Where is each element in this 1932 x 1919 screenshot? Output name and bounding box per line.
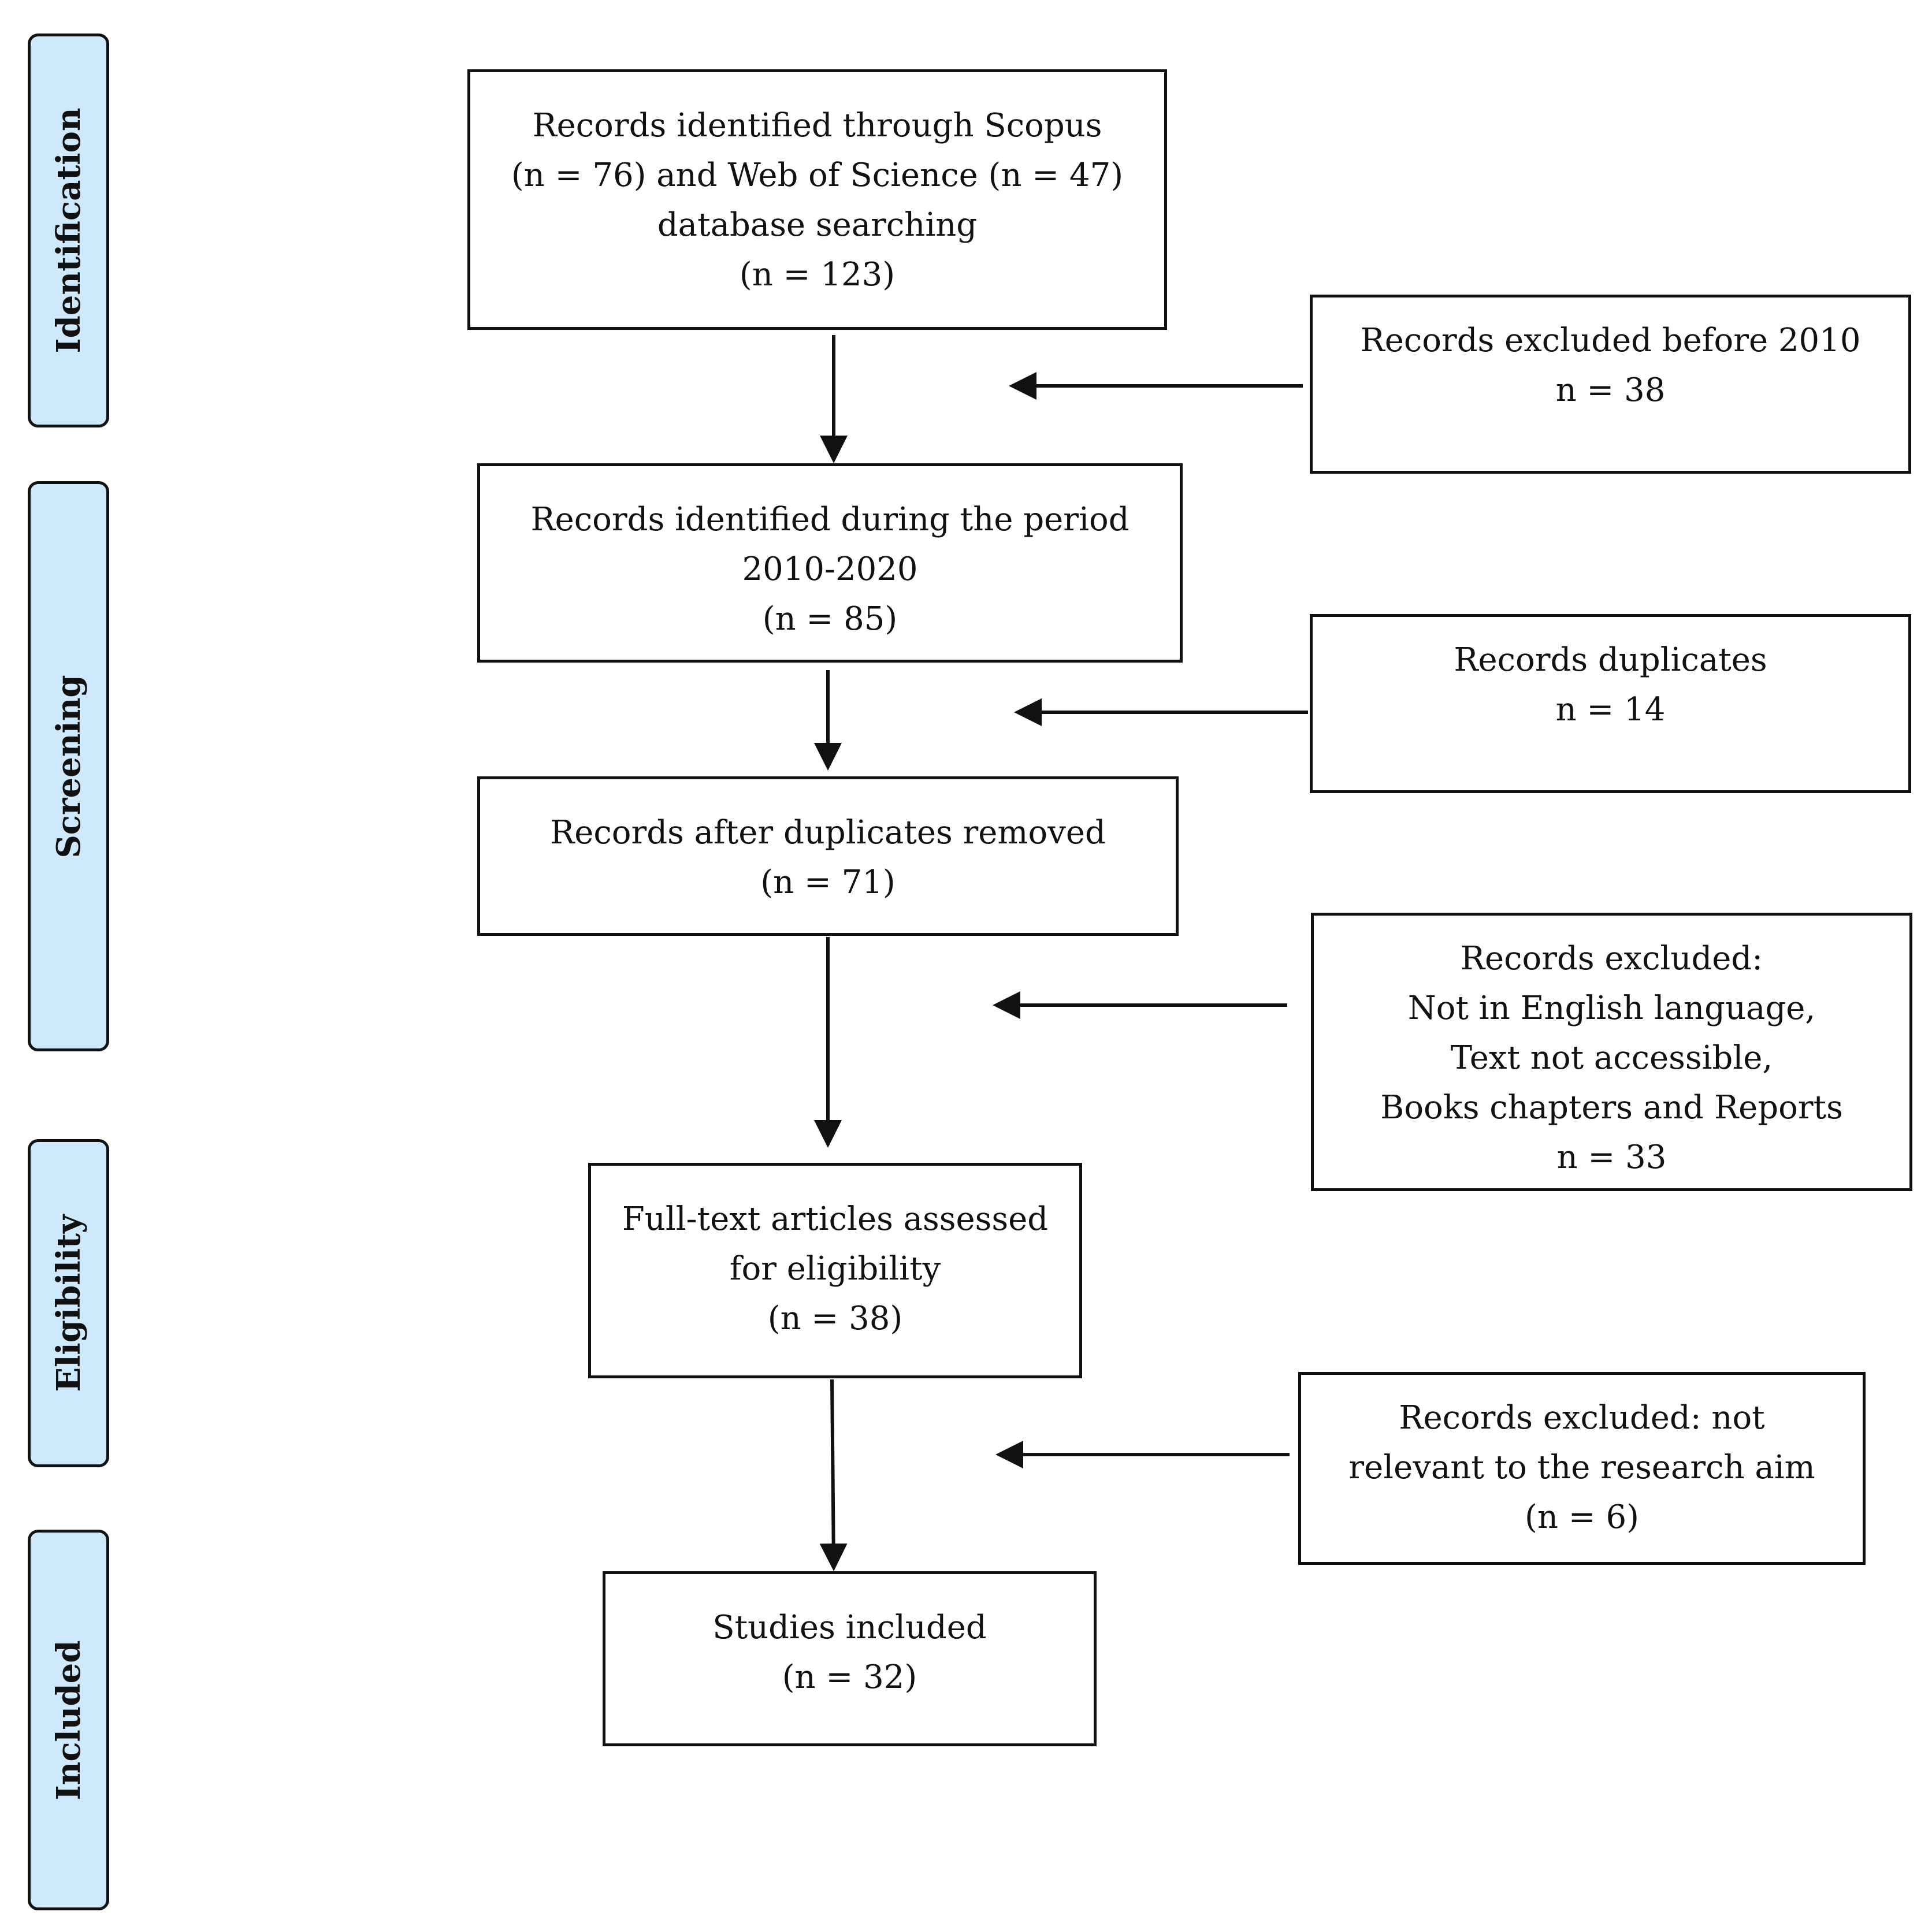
box-excluded-before-2010: Records excluded before 2010 n = 38 — [1310, 295, 1911, 474]
stage-tab-eligibility: Eligibility — [28, 1139, 109, 1467]
box-line: Full-text articles assessed — [622, 1200, 1049, 1238]
box-line: Records after duplicates removed — [550, 814, 1106, 851]
box-line: n = 14 — [1555, 691, 1666, 728]
box-line: Records excluded: not — [1399, 1399, 1765, 1437]
box-records-identified: Records identified through Scopus (n = 7… — [467, 69, 1167, 330]
arrow-down-full-text-to-included — [819, 1379, 848, 1571]
box-excluded-not-relevant: Records excluded: not relevant to the re… — [1298, 1372, 1866, 1565]
box-line: (n = 76) and Web of Science (n = 47) — [511, 157, 1124, 194]
box-records-duplicates: Records duplicates n = 14 — [1310, 614, 1911, 793]
box-line: database searching — [657, 206, 978, 244]
box-line: Records identified during the period — [530, 501, 1130, 538]
box-line: n = 38 — [1555, 371, 1666, 409]
box-line: (n = 38) — [767, 1300, 903, 1337]
box-line: Books chapters and Reports — [1380, 1089, 1843, 1126]
box-line: (n = 85) — [762, 600, 898, 638]
box-line: Text not accessible, — [1450, 1039, 1773, 1077]
box-line: Studies included — [712, 1609, 987, 1646]
stage-tab-screening: Screening — [28, 481, 109, 1051]
box-studies-included: Studies included (n = 32) — [603, 1571, 1097, 1746]
stage-tab-identification: Identification — [28, 34, 109, 427]
box-line: Records excluded before 2010 — [1360, 322, 1861, 359]
box-records-after-duplicates: Records after duplicates removed (n = 71… — [477, 776, 1179, 936]
box-line: for eligibility — [729, 1250, 941, 1288]
stage-tab-included: Included — [28, 1530, 109, 1910]
box-line: Records identified through Scopus — [532, 107, 1102, 144]
box-line: Not in English language, — [1407, 990, 1816, 1027]
box-records-period: Records identified during the period 201… — [477, 463, 1183, 663]
box-line: Records duplicates — [1454, 641, 1767, 679]
box-line: relevant to the research aim — [1348, 1449, 1815, 1486]
box-line: (n = 32) — [782, 1658, 917, 1696]
box-excluded-language: Records excluded: Not in English languag… — [1311, 913, 1912, 1191]
box-full-text-assessed: Full-text articles assessed for eligibil… — [588, 1163, 1082, 1378]
box-line: (n = 71) — [760, 864, 896, 901]
box-line: 2010-2020 — [742, 551, 918, 588]
box-line: Records excluded: — [1460, 940, 1763, 977]
box-line: (n = 6) — [1525, 1498, 1639, 1536]
box-line: n = 33 — [1556, 1139, 1667, 1176]
box-line: (n = 123) — [739, 256, 896, 293]
